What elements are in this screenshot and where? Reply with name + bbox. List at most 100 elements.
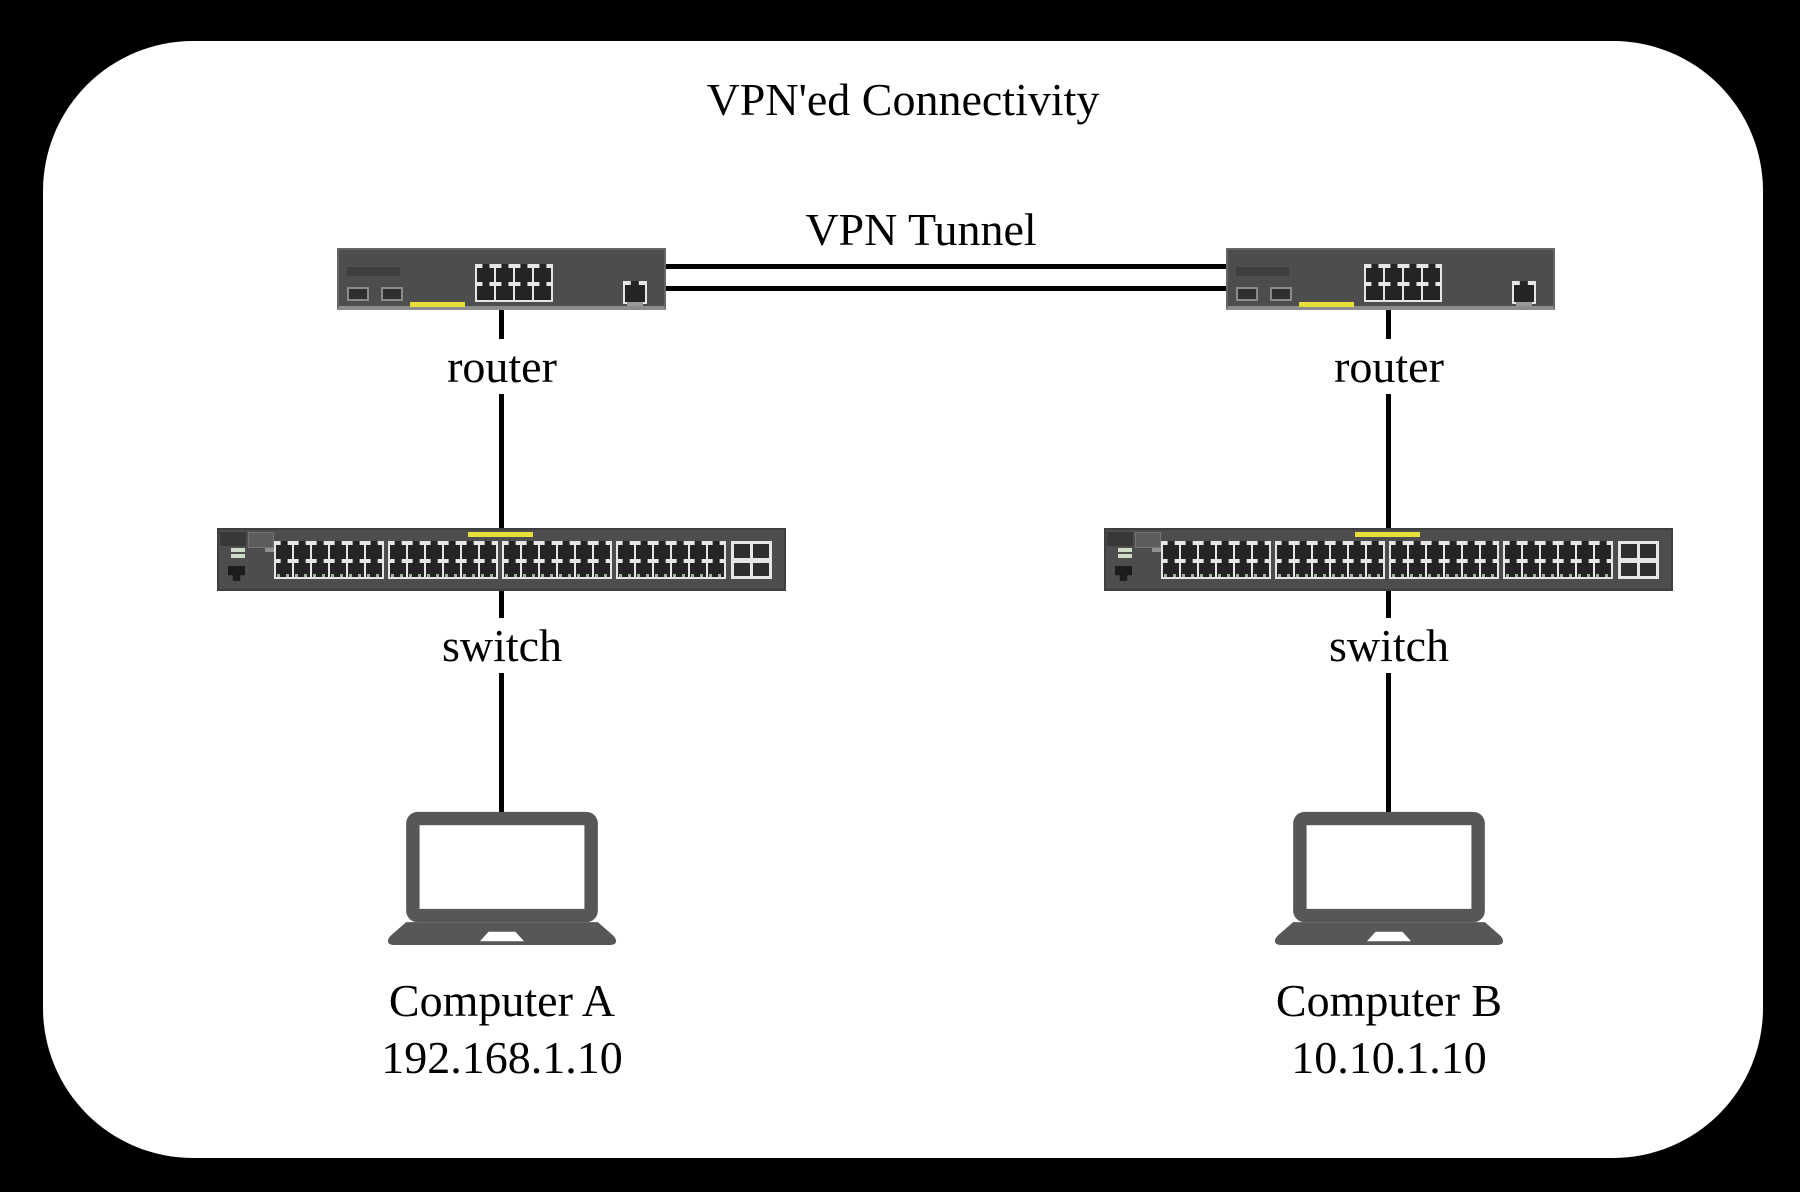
rj45-port: [1367, 563, 1383, 577]
rj45-port: [1541, 563, 1557, 577]
rj45-port: [594, 545, 610, 559]
rj45-port: [522, 545, 538, 559]
rj45-port: [1391, 545, 1407, 559]
rj45-port: [366, 563, 382, 577]
uplink-port: [734, 544, 750, 558]
rj45-port: [1235, 563, 1251, 577]
switch-port-bank: [1161, 541, 1271, 579]
rj45-port: [1277, 545, 1293, 559]
router-left-icon: [337, 248, 666, 310]
switch-port-bank: [616, 541, 726, 579]
led-bar: [231, 548, 245, 552]
rj45-port: [672, 545, 688, 559]
uplink-port: [753, 544, 769, 558]
rj45-port: [312, 545, 328, 559]
rj45-port: [594, 563, 610, 577]
router-port-bank: [475, 264, 553, 302]
rj45-port: [390, 545, 406, 559]
rj45-port: [1559, 563, 1575, 577]
rj45-port: [1463, 545, 1479, 559]
rj45-port: [1163, 563, 1179, 577]
rj45-port: [1253, 563, 1269, 577]
rj45-port: [636, 563, 652, 577]
yellow-sticker: [410, 302, 465, 307]
computer-a-name: Computer A: [388, 975, 616, 1026]
rj45-port: [1385, 268, 1402, 282]
rj45-port: [654, 545, 670, 559]
uplink-port: [1640, 544, 1656, 558]
rj45-port: [348, 563, 364, 577]
rj45-port: [534, 286, 551, 300]
rj45-port: [408, 545, 424, 559]
yellow-sticker: [468, 532, 533, 537]
rj45-port: [1404, 286, 1421, 300]
vpn-tunnel-line-bottom: [666, 286, 1226, 291]
rj45-port: [366, 545, 382, 559]
rj45-port: [504, 563, 520, 577]
rj45-port: [444, 563, 460, 577]
sfp-port-icon: [1270, 287, 1292, 301]
computer-b-label: Computer B 10.10.1.10: [1275, 972, 1503, 1086]
router-left-label: router: [447, 339, 557, 394]
link-right-router-switch: [1386, 310, 1391, 528]
switch-button: [265, 548, 275, 552]
rj45-port: [515, 286, 532, 300]
rj45-port: [1523, 545, 1539, 559]
rj45-port: [1295, 545, 1311, 559]
rj45-port: [1463, 563, 1479, 577]
rj45-port: [1385, 286, 1402, 300]
rj45-port: [312, 563, 328, 577]
diagram-title: VPN'ed Connectivity: [706, 72, 1100, 127]
router-port-bank: [1364, 264, 1442, 302]
switch-module: [248, 532, 274, 548]
laptop-icon: [387, 811, 617, 945]
switch-left-label: switch: [441, 618, 563, 673]
rj45-port: [408, 563, 424, 577]
port-label: [627, 302, 643, 306]
rj45-port: [1595, 563, 1611, 577]
switch-port-bank: [1389, 541, 1499, 579]
rj45-port: [1199, 563, 1215, 577]
switch-port-bank: [1275, 541, 1385, 579]
computer-a-ip: 192.168.1.10: [381, 1032, 623, 1083]
rj45-port: [540, 563, 556, 577]
rj45-port: [294, 563, 310, 577]
rj45-port: [348, 545, 364, 559]
router-right-icon: [1226, 248, 1555, 310]
rj45-port: [1423, 268, 1440, 282]
link-left-switch-computer: [499, 591, 504, 812]
rj45-port: [1559, 545, 1575, 559]
rj45-port: [522, 563, 538, 577]
rj45-port: [540, 545, 556, 559]
rj45-port: [1163, 545, 1179, 559]
rj45-port: [708, 563, 724, 577]
rj45-port: [1277, 563, 1293, 577]
rj45-port: [390, 563, 406, 577]
rj45-port: [1427, 545, 1443, 559]
rj45-port: [480, 545, 496, 559]
switch-port-bank: [388, 541, 498, 579]
console-port-icon: [1115, 566, 1132, 581]
rj45-port: [1445, 563, 1461, 577]
rj45-port: [558, 545, 574, 559]
rj45-port: [504, 545, 520, 559]
yellow-sticker: [1299, 302, 1354, 307]
uplink-port: [1640, 562, 1656, 576]
switch-port-bank: [502, 541, 612, 579]
switch-panel: [220, 532, 246, 546]
router-wan-port: [623, 281, 647, 304]
yellow-sticker: [1355, 532, 1420, 537]
rj45-port: [462, 545, 478, 559]
rj45-port: [330, 545, 346, 559]
rj45-port: [426, 563, 442, 577]
rj45-port: [1313, 563, 1329, 577]
rj45-port: [1181, 563, 1197, 577]
port-label: [1516, 302, 1532, 306]
rj45-port: [1391, 563, 1407, 577]
rj45-port: [1331, 563, 1347, 577]
rj45-port: [276, 563, 292, 577]
rj45-port: [708, 545, 724, 559]
rj45-port: [496, 286, 513, 300]
rj45-port: [276, 545, 292, 559]
console-port-icon: [228, 566, 245, 581]
